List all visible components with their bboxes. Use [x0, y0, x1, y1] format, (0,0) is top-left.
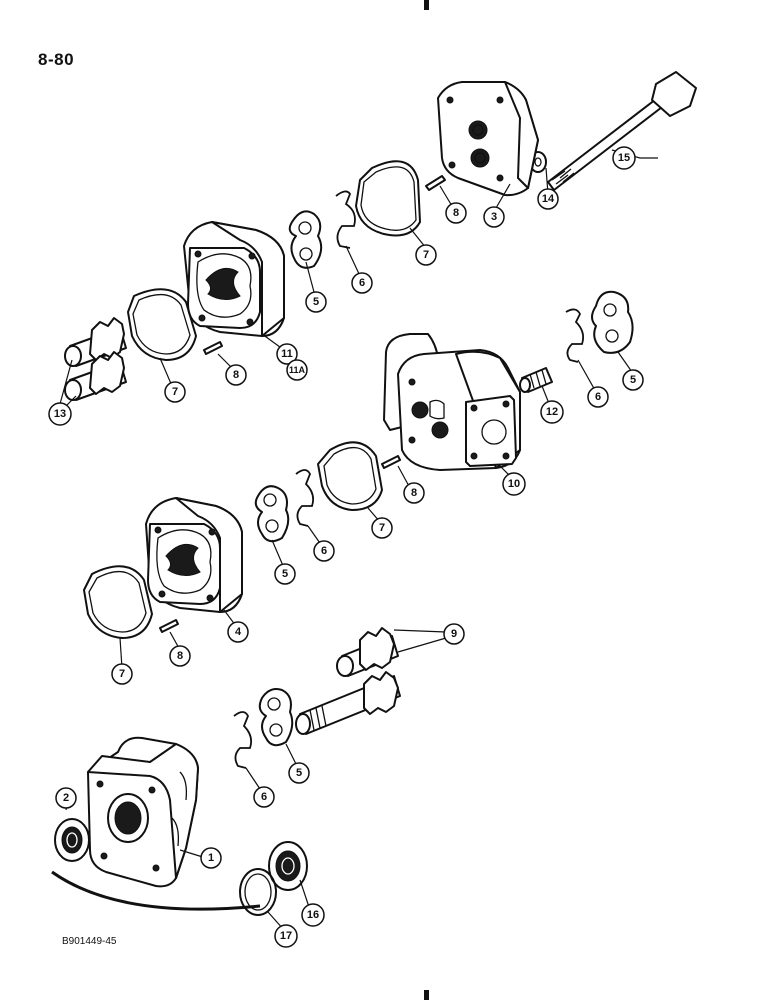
callout-12: 12	[540, 400, 564, 424]
part-wear-plate	[288, 210, 323, 269]
callout-15: 15	[612, 146, 636, 170]
svg-text:10: 10	[508, 478, 520, 490]
svg-text:11A: 11A	[289, 365, 306, 375]
svg-text:6: 6	[261, 791, 267, 803]
callout-5: 5	[288, 762, 310, 784]
part-wear-plate	[258, 688, 294, 747]
bottom-edge-mark	[424, 990, 429, 1000]
svg-text:3: 3	[491, 211, 497, 223]
part-front-cover	[87, 736, 199, 888]
part-gear-set-upper	[64, 317, 127, 401]
svg-text:4: 4	[235, 626, 242, 638]
svg-text:6: 6	[321, 545, 327, 557]
part-shaft-seal	[54, 818, 90, 862]
top-edge-mark	[424, 0, 429, 10]
svg-text:5: 5	[630, 374, 636, 386]
callout-11a: 11A	[286, 359, 308, 381]
svg-text:7: 7	[423, 249, 429, 261]
drawing-code: B901449-45	[62, 936, 117, 947]
part-snap-ring	[239, 868, 277, 916]
callout-13: 13	[48, 402, 72, 426]
svg-text:8: 8	[453, 207, 459, 219]
svg-text:2: 2	[63, 792, 69, 804]
callout-6: 6	[253, 786, 275, 808]
part-splined-coupling	[519, 367, 553, 393]
callout-17: 17	[274, 924, 298, 948]
callout-9: 9	[443, 623, 465, 645]
svg-text:7: 7	[379, 522, 385, 534]
part-gear-housing-upper	[183, 221, 285, 337]
callout-3: 3	[483, 206, 505, 228]
callout-7: 7	[164, 381, 186, 403]
part-backup-seal	[233, 711, 253, 769]
svg-text:1: 1	[208, 852, 214, 864]
svg-text:6: 6	[595, 391, 601, 403]
part-dowel-pin	[381, 455, 401, 469]
svg-text:5: 5	[282, 568, 288, 580]
callout-5: 5	[305, 291, 327, 313]
assembly-direction-arrow	[51, 870, 261, 911]
callout-11: 11	[276, 343, 298, 365]
svg-text:17: 17	[280, 930, 292, 942]
part-seal-ring	[317, 441, 383, 511]
svg-text:9: 9	[451, 628, 457, 640]
part-backup-seal	[565, 308, 585, 363]
svg-text:16: 16	[307, 909, 319, 921]
svg-text:12: 12	[546, 406, 558, 418]
part-backup-seal	[335, 190, 356, 249]
part-drive-gear-set	[295, 627, 401, 735]
callout-6: 6	[313, 540, 335, 562]
callout-6: 6	[351, 272, 373, 294]
part-seal-ring	[355, 160, 421, 237]
svg-text:14: 14	[542, 193, 555, 205]
svg-text:8: 8	[233, 369, 239, 381]
svg-text:7: 7	[172, 386, 178, 398]
page-number: 8-80	[38, 50, 75, 69]
callout-6: 6	[587, 386, 609, 408]
part-dowel-pin	[159, 619, 179, 633]
svg-text:8: 8	[177, 650, 183, 662]
svg-text:8: 8	[411, 487, 417, 499]
callout-4: 4	[227, 621, 249, 643]
part-seal-ring	[127, 288, 197, 361]
callout-8: 8	[403, 482, 425, 504]
callout-1: 1	[200, 847, 222, 869]
svg-text:6: 6	[359, 277, 365, 289]
svg-text:5: 5	[296, 767, 302, 779]
callout-7: 7	[371, 517, 393, 539]
callout-5: 5	[622, 369, 644, 391]
part-wear-plate-right	[591, 290, 634, 354]
part-center-body	[383, 333, 521, 471]
part-through-bolt	[547, 71, 697, 191]
callout-7: 7	[111, 663, 133, 685]
part-backup-seal	[295, 469, 315, 527]
callout-10: 10	[502, 472, 526, 496]
callout-5: 5	[274, 563, 296, 585]
svg-text:11: 11	[281, 348, 293, 360]
callout-16: 16	[301, 903, 325, 927]
part-bearing	[268, 841, 308, 891]
callout-8: 8	[445, 202, 467, 224]
part-dowel-pin	[203, 341, 223, 355]
svg-text:5: 5	[313, 296, 319, 308]
svg-text:13: 13	[54, 408, 66, 420]
callout-14: 14	[537, 188, 559, 210]
svg-text:7: 7	[119, 668, 125, 680]
callout-8: 8	[169, 645, 191, 667]
callout-2: 2	[55, 787, 77, 809]
part-wear-plate	[254, 485, 290, 543]
part-dowel-pin	[425, 175, 446, 191]
callout-7: 7	[415, 244, 437, 266]
part-rear-cover	[437, 81, 539, 197]
callout-8: 8	[225, 364, 247, 386]
part-gear-housing-lower	[145, 497, 243, 613]
svg-text:15: 15	[618, 152, 630, 164]
part-seal-ring	[83, 565, 153, 639]
